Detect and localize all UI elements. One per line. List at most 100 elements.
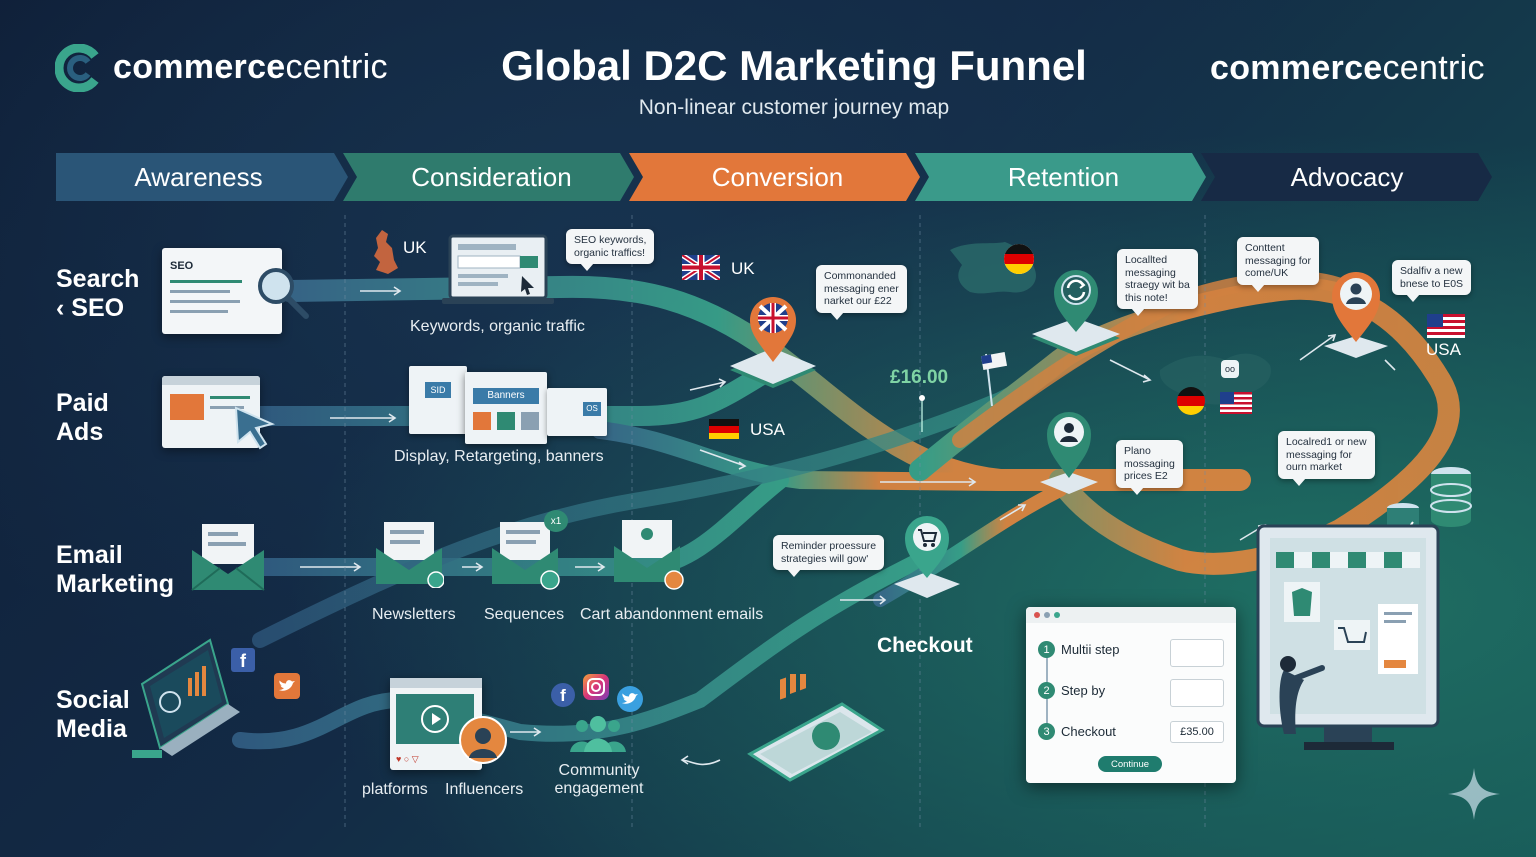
checkout-label: Checkout: [877, 634, 973, 657]
bubble-scale: Sdalfiv a new bnese to E0S: [1392, 260, 1472, 302]
germany-flag-badge: [1004, 244, 1034, 274]
bubble-localized-strategy-text: Locallted messaging straegy wit ba this …: [1125, 254, 1190, 304]
sparkle-icon: [1446, 766, 1502, 822]
caption-newsletters: Newsletters: [372, 606, 456, 623]
page-title: Global D2C Marketing Funnel: [501, 42, 1087, 89]
checkout-panel: 1 Multii step 2 Step by 3 Checkout £35.0…: [1026, 607, 1236, 783]
map-tag: oo: [1221, 360, 1239, 378]
refresh-pin-icon[interactable]: [1030, 262, 1122, 358]
country-label-uk: UK: [731, 259, 755, 278]
row-label-email-line1: Email: [56, 541, 123, 569]
row-label-email-line2: Marketing: [56, 570, 175, 598]
checkout-step-3[interactable]: 3 Checkout: [1038, 723, 1116, 740]
checkout-panel-titlebar: [1026, 607, 1236, 623]
usa-flag-globe: [1220, 392, 1252, 414]
brand-logo-right[interactable]: commercecentric: [1210, 49, 1485, 88]
path-paid: [250, 360, 780, 426]
seo-document-label: SEO: [170, 260, 194, 272]
checkout-field-1[interactable]: [1170, 639, 1224, 667]
caption-sequences: Sequences: [484, 606, 565, 623]
path-social: [232, 552, 928, 750]
row-label-social-line1: Social: [56, 686, 130, 714]
checkout-step-3-label: Checkout: [1061, 724, 1116, 739]
germany-flag-icon: [709, 419, 739, 439]
sequence-envelope-icon: [490, 520, 566, 592]
influencer-avatar[interactable]: [459, 716, 507, 764]
price-tag: £16.00: [890, 367, 949, 388]
checkout-step-1-label: Multii step: [1061, 642, 1120, 657]
caption-cart-abandonment: Cart abandonment emails: [580, 606, 764, 623]
uk-flag-icon: [680, 252, 722, 283]
sequence-badge: x1: [544, 510, 568, 532]
bubble-uk-messaging: Commonanded messaging ener narket our £2…: [816, 265, 907, 319]
stage-advocacy[interactable]: Advocacy: [1290, 161, 1404, 192]
bubble-pricing-text: Plano mossaging prices E2: [1124, 445, 1175, 482]
bubble-scale-text: Sdalfiv a new bnese to E0S: [1400, 265, 1464, 290]
germany-flag-globe: [1177, 387, 1205, 415]
bubble-reminder: Reminder proessure strategies will gow': [773, 535, 885, 577]
twitter-icon-community[interactable]: [617, 686, 643, 712]
checkout-total-field[interactable]: £35.00: [1170, 721, 1224, 743]
bubble-uk-messaging-text: Commonanded messaging ener narket our £2…: [824, 270, 899, 307]
search-icon: [254, 264, 310, 320]
checkout-step-2[interactable]: 2 Step by: [1038, 682, 1105, 699]
card-sid-label: SID: [425, 382, 451, 398]
stage-consideration[interactable]: Consideration: [411, 161, 572, 192]
row-label-social: Social Media: [56, 686, 130, 744]
checkout-step-1[interactable]: 1 Multii step: [1038, 641, 1120, 658]
cart-abandonment-envelope-icon: [612, 516, 688, 590]
row-label-paid: Paid Ads: [56, 389, 109, 447]
brand-logo-icon: [54, 43, 103, 93]
stage-conversion[interactable]: Conversion: [711, 161, 844, 192]
instagram-icon[interactable]: [583, 674, 609, 700]
caption-keywords: Keywords, organic traffic: [410, 318, 585, 335]
bubble-pricing: Plano mossaging prices E2: [1116, 440, 1183, 494]
facebook-icon[interactable]: f: [231, 648, 255, 672]
mobile-phone-icon: [746, 654, 886, 784]
caption-influencers: Influencers: [445, 781, 524, 798]
usa-flag-icon: [1427, 314, 1465, 338]
uk-map-icon: [370, 228, 400, 276]
row-label-search: Search ‹ SEO: [56, 265, 139, 323]
advocate-pin-icon[interactable]: [1322, 262, 1390, 358]
play-icon[interactable]: [421, 705, 449, 733]
stage-awareness[interactable]: Awareness: [134, 161, 263, 192]
row-label-search-line2: ‹ SEO: [56, 294, 125, 322]
brand-logo-left[interactable]: commercecentric: [113, 48, 388, 87]
bubble-localized-strategy: Locallted messaging straegy wit ba this …: [1117, 249, 1198, 316]
caption-community: Community engagement: [554, 762, 644, 797]
social-laptop-icon: [132, 638, 242, 758]
bubble-reminder-text: Reminder proessure strategies will gow': [781, 540, 877, 565]
page-subtitle: Non-linear customer journey map: [638, 96, 950, 119]
row-label-email: Email Marketing: [56, 541, 174, 599]
bubble-market: Localred1 or new messaging for ourn mark…: [1278, 431, 1375, 485]
database-icon: [1428, 466, 1474, 528]
user-pin-icon[interactable]: [1038, 402, 1100, 496]
stage-retention[interactable]: Retention: [1007, 161, 1120, 192]
brand-logo-right-light: centric: [1382, 49, 1485, 87]
brand-logo-right-bold: commerce: [1210, 49, 1383, 87]
brand-logo-left-light: centric: [285, 48, 388, 86]
laptop-search-icon: [442, 232, 554, 308]
cursor-icon: [232, 404, 280, 452]
envelope-icon-large: [190, 520, 266, 592]
card-os-label: OS: [583, 402, 601, 416]
checkout-field-2[interactable]: [1170, 679, 1224, 707]
checkout-step-2-number: 2: [1038, 682, 1055, 699]
facebook-icon-community[interactable]: f: [551, 683, 575, 707]
caption-platforms: platforms: [362, 781, 428, 798]
location-pin-icon-uk[interactable]: [728, 284, 818, 388]
continue-button[interactable]: Continue: [1098, 756, 1162, 772]
flag-pole-icon: [976, 352, 1010, 408]
country-label-usa-advocacy: USA: [1426, 340, 1461, 359]
checkout-step-3-number: 3: [1038, 723, 1055, 740]
row-label-social-line2: Media: [56, 715, 127, 743]
brand-logo-left-bold: commerce: [113, 48, 286, 86]
row-label-search-line1: Search: [56, 265, 140, 293]
caption-display: Display, Retargeting, banners: [394, 448, 604, 465]
twitter-icon[interactable]: [274, 673, 300, 699]
bubble-seo-keywords: SEO keywords, organic traffics!: [566, 229, 655, 271]
banner-cards-group: SID Banners OS: [409, 366, 609, 444]
cart-pin-icon[interactable]: [892, 512, 962, 598]
